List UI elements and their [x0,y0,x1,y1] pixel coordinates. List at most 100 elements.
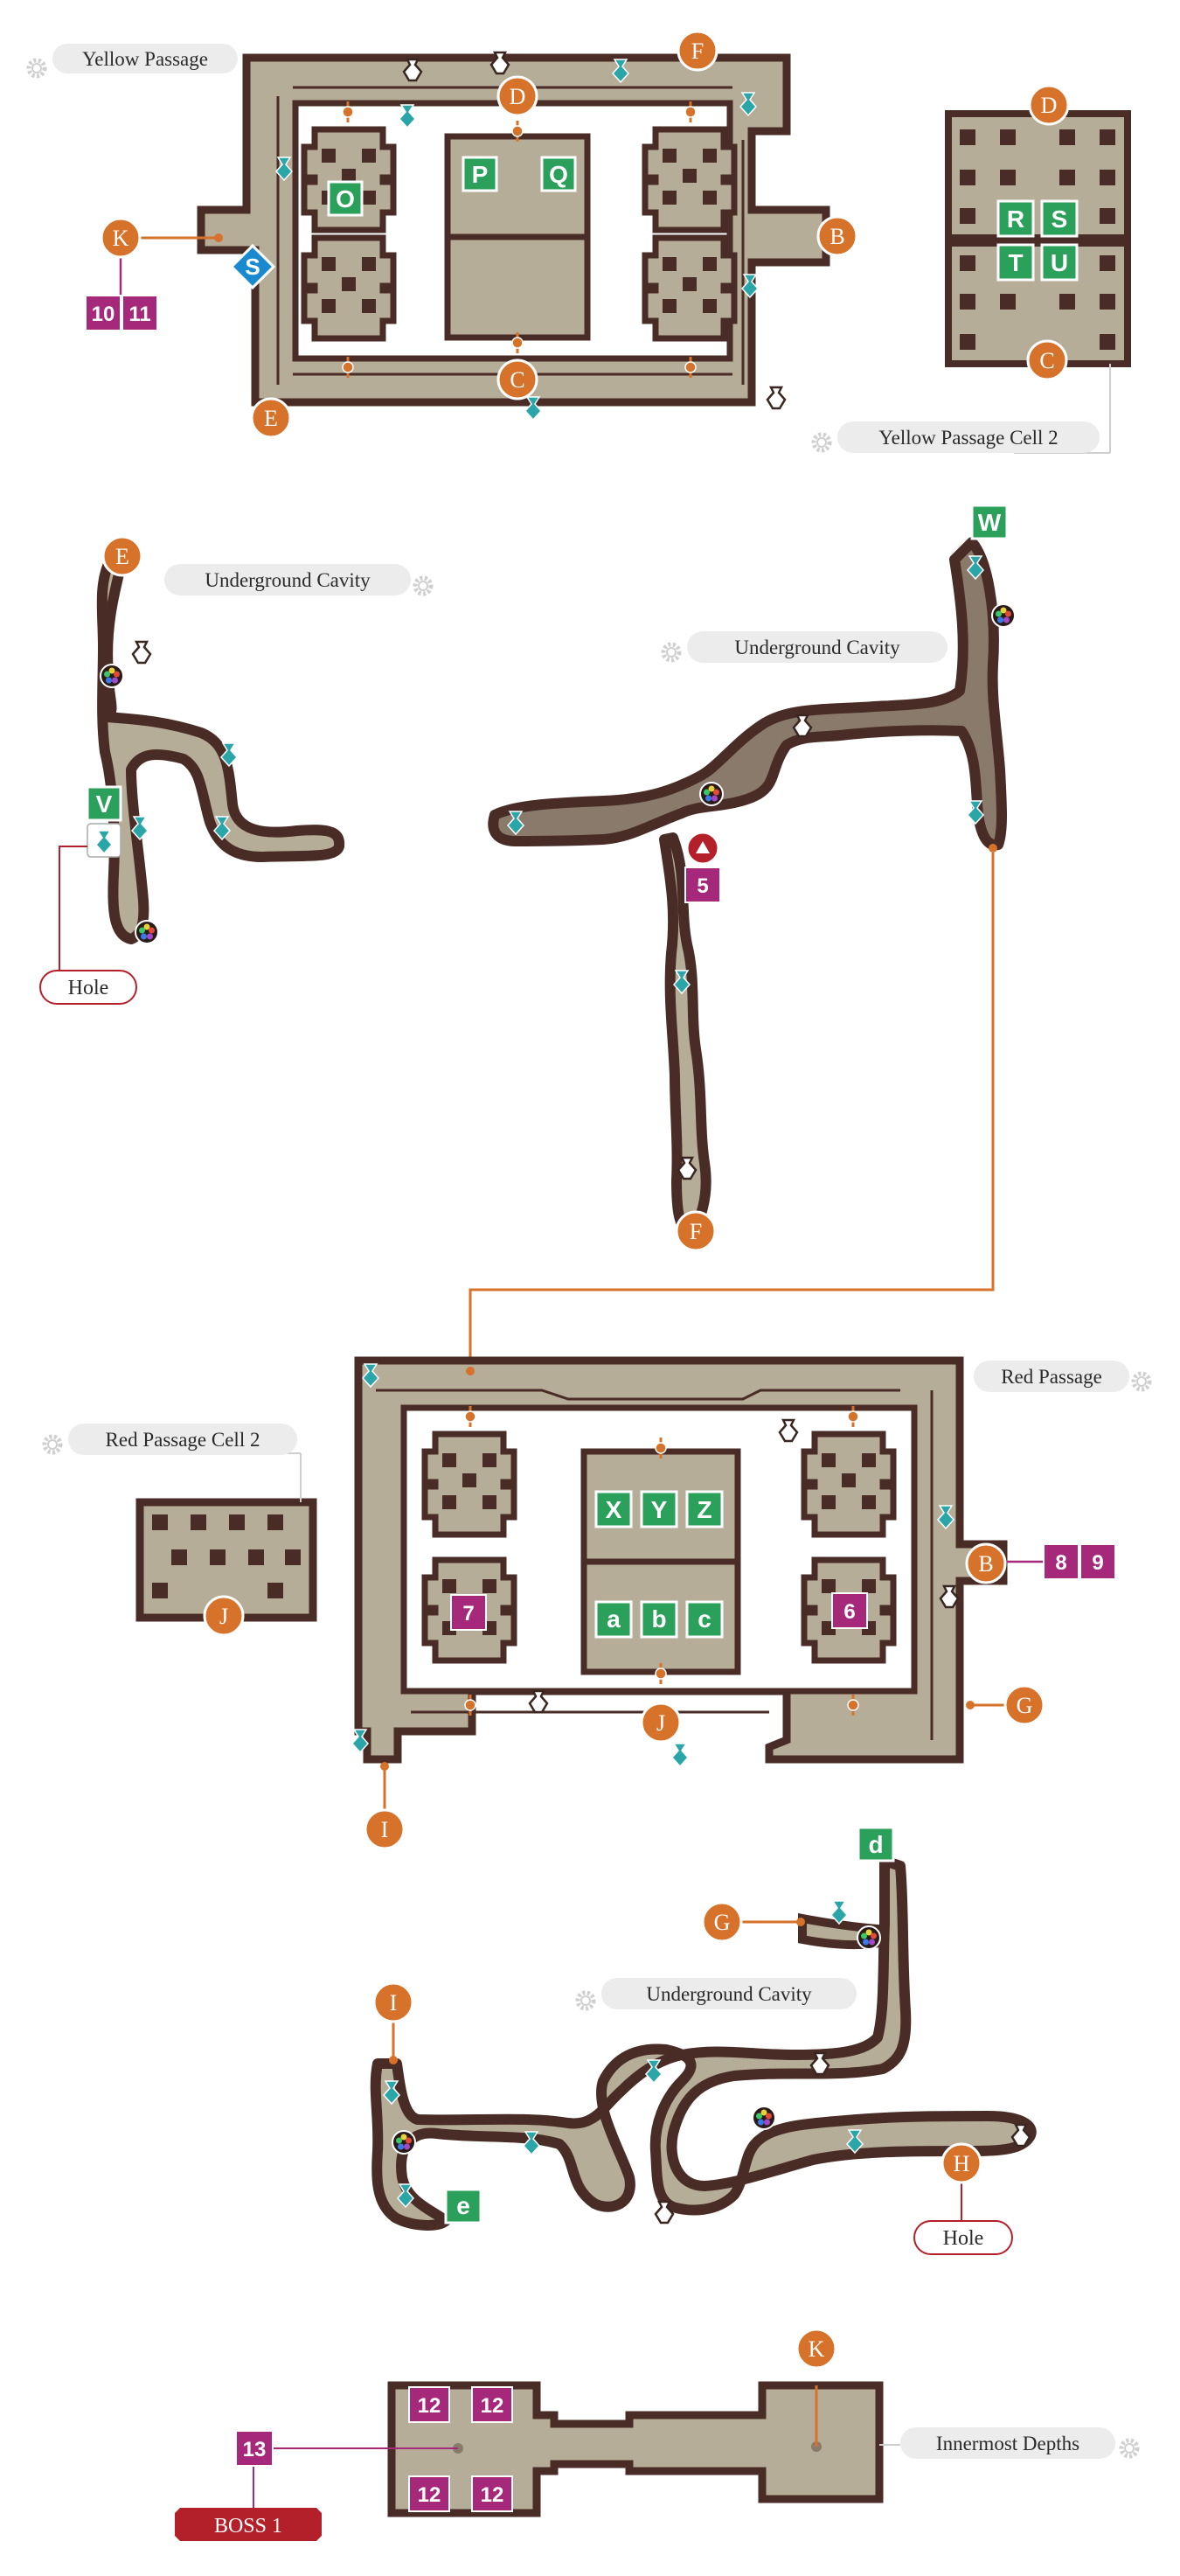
marker-j[interactable]: J [640,1702,682,1744]
marker-i[interactable]: I [364,1808,406,1850]
number-tile: 12 [408,2386,450,2423]
number-tile: 7 [450,1594,487,1631]
innermost-depths-map: K 12 12 12 12 13 BOSS 1 Inne [175,2328,1137,2541]
gear-icon [1134,1374,1149,1389]
gear-icon [415,578,431,594]
marker-i[interactable]: I [372,1981,414,2023]
number-tile: 11 [121,295,158,331]
letter-tile: T [996,243,1035,282]
svg-text:Z: Z [697,1496,711,1523]
letter-tile: Y [640,1490,678,1528]
marker-e[interactable]: E [101,535,143,577]
letter-tile: Q [540,156,577,192]
hole-label: Hole [913,2220,1013,2255]
svg-text:E: E [115,544,129,569]
svg-text:K: K [809,2336,825,2362]
letter-tile: b [640,1600,678,1639]
letter-tile: X [594,1490,633,1528]
gear-icon [578,1993,593,2009]
svg-text:U: U [1051,249,1068,276]
svg-text:B: B [978,1551,993,1577]
letter-tile: U [1040,243,1079,282]
marker-b[interactable]: B [816,215,858,257]
svg-text:b: b [651,1605,666,1633]
number-tile: 12 [408,2475,450,2512]
number-tile: 12 [471,2475,513,2512]
svg-text:12: 12 [418,2483,441,2507]
section-title: Red Passage [1001,1366,1102,1388]
section-title: Yellow Passage Cell 2 [878,427,1058,449]
svg-text:7: 7 [462,1602,474,1626]
marker-e[interactable]: E [250,397,292,439]
marker-k[interactable]: K [100,217,142,259]
svg-text:I: I [390,1990,398,2016]
svg-text:9: 9 [1092,1551,1103,1575]
number-tile: 13 [235,2430,274,2467]
marker-f[interactable]: F [675,1210,717,1252]
letter-tile: d [857,1826,895,1862]
marker-j[interactable]: J [203,1595,245,1637]
marker-h[interactable]: H [941,2142,982,2184]
svg-text:11: 11 [128,303,150,326]
svg-text:12: 12 [481,2483,504,2507]
svg-text:J: J [219,1604,228,1629]
number-tile: 12 [471,2386,513,2423]
svg-text:Y: Y [651,1496,668,1523]
save-point-label: S [245,254,260,280]
underground-cavity-1-map: V Hole E Underground Cavity [39,535,431,1005]
svg-text:8: 8 [1055,1551,1066,1575]
svg-text:c: c [698,1605,711,1633]
gear-icon [663,644,679,660]
svg-text:J: J [656,1710,665,1736]
svg-text:I: I [381,1817,389,1842]
svg-text:F: F [690,1219,702,1244]
svg-text:R: R [1007,205,1024,233]
section-title: Underground Cavity [205,569,371,591]
letter-tile: P [462,156,498,192]
yellow-passage-cell-2-map: R S T U D C Yellow Passage Cell 2 [814,84,1131,454]
number-tile: 6 [831,1592,868,1629]
marker-k[interactable]: K [795,2328,837,2370]
letter-tile: c [685,1600,724,1639]
marker-g[interactable]: G [701,1901,743,1943]
number-tile: 9 [1079,1543,1116,1580]
letter-tile: e [444,2188,482,2224]
svg-text:D: D [510,84,526,109]
svg-text:C: C [1039,348,1054,373]
section-title: Red Passage Cell 2 [106,1429,260,1451]
letter-tile: O [327,180,364,217]
letter-tile: S [1040,199,1079,238]
svg-text:Hole: Hole [68,977,109,999]
marker-b[interactable]: B [965,1542,1007,1584]
marker-d[interactable]: D [496,75,538,117]
svg-text:B: B [829,224,844,249]
letter-tile: Z [685,1490,724,1528]
svg-text:Hole: Hole [943,2227,984,2250]
svg-text:6: 6 [843,1600,855,1624]
red-passage-map: X Y Z a b c 7 6 [351,1356,1149,1850]
marker-c[interactable]: C [496,359,538,400]
letter-tile: V [86,785,122,822]
number-tile: 10 [85,295,121,331]
number-tile: 5 [684,867,721,903]
marker-c[interactable]: C [1026,339,1068,381]
letter-tile: R [996,199,1035,238]
svg-text:W: W [978,509,1002,536]
hole-label: Hole [39,970,137,1005]
marker-d[interactable]: D [1028,84,1070,126]
red-passage-cell-2-map: J Red Passage Cell 2 [45,1424,317,1637]
gear-icon [1121,2440,1137,2456]
svg-text:C: C [510,367,524,393]
svg-text:V: V [96,790,113,818]
svg-text:E: E [264,406,278,431]
gear-icon [29,60,45,76]
marker-g[interactable]: G [1003,1684,1045,1726]
svg-text:G: G [1017,1693,1033,1718]
underground-cavity-3-map: d e G I H Hole Underground Cavity [370,1826,1037,2255]
gear-icon [814,435,829,450]
yellow-passage-map: S P Q O K 10 11 [29,30,858,439]
svg-text:X: X [606,1496,622,1523]
svg-text:d: d [868,1831,883,1858]
gear-icon [45,1437,60,1452]
marker-f[interactable]: F [677,30,718,72]
